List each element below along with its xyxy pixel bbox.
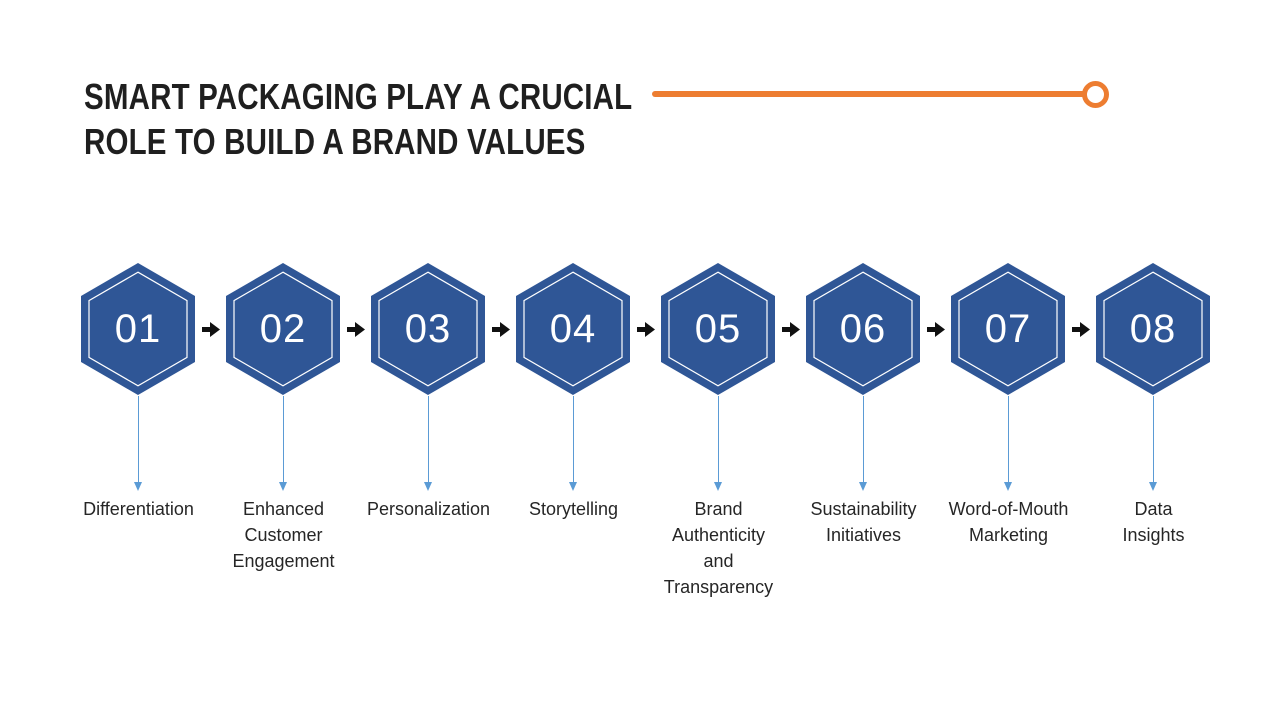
step-number: 08 — [1129, 306, 1177, 351]
connector-line — [862, 396, 864, 482]
step-label: Word-of-Mouth Marketing — [948, 499, 1069, 545]
next-step-arrow-icon — [782, 322, 800, 337]
step-column-2: 02 Enhanced Customer Engagement — [211, 263, 365, 623]
connector-arrow-icon — [279, 482, 287, 491]
accent-ring-icon — [1082, 81, 1109, 108]
step-label: Differentiation — [83, 499, 194, 519]
step-label: Personalization — [366, 499, 491, 519]
next-step-arrow-icon — [492, 322, 510, 337]
connector-line — [1007, 396, 1009, 482]
connector-line — [137, 396, 139, 482]
hexagon-icon: 07 — [951, 263, 1065, 395]
step-number: 06 — [839, 306, 887, 351]
connector-arrow-icon — [424, 482, 432, 491]
hexagon-icon: 01 — [81, 263, 195, 395]
process-row: 01 Differentiation 02 Enhance — [66, 263, 1226, 623]
step-number: 03 — [404, 306, 452, 351]
next-step-arrow-icon — [1072, 322, 1090, 337]
step-column-3: 03 Personalization — [356, 263, 510, 623]
connector-arrow-icon — [859, 482, 867, 491]
step-column-1: 01 Differentiation — [66, 263, 220, 623]
step-label: Storytelling — [528, 499, 619, 519]
step-column-4: 04 Storytelling — [501, 263, 655, 623]
hexagon-icon: 02 — [226, 263, 340, 395]
step-number: 02 — [259, 306, 307, 351]
step-column-8: 08 Data Insights — [1081, 263, 1226, 623]
connector-line — [1152, 396, 1154, 482]
step-number: 01 — [114, 306, 162, 351]
connector-line — [717, 396, 719, 482]
step-column-6: 06 Sustainability Initiatives — [791, 263, 945, 623]
step-label: Enhanced Customer Engagement — [232, 499, 335, 571]
step-number: 04 — [549, 306, 597, 351]
next-step-arrow-icon — [637, 322, 655, 337]
hexagon-icon: 05 — [661, 263, 775, 395]
connector-line — [572, 396, 574, 482]
connector-arrow-icon — [714, 482, 722, 491]
connector-arrow-icon — [1149, 482, 1157, 491]
step-label: Brand Authenticity and Transparency — [663, 499, 774, 597]
accent-line — [652, 91, 1086, 97]
slide-title: SMART PACKAGING PLAY A CRUCIAL ROLE TO B… — [84, 76, 633, 162]
next-step-arrow-icon — [202, 322, 220, 337]
connector-arrow-icon — [134, 482, 142, 491]
hexagon-icon: 06 — [806, 263, 920, 395]
connector-arrow-icon — [1004, 482, 1012, 491]
connector-arrow-icon — [569, 482, 577, 491]
hexagon-icon: 08 — [1096, 263, 1210, 395]
step-number: 05 — [694, 306, 742, 351]
connector-line — [427, 396, 429, 482]
hexagon-icon: 04 — [516, 263, 630, 395]
step-column-7: 07 Word-of-Mouth Marketing — [936, 263, 1090, 623]
step-column-5: 05 Brand Authenticity and Transparency — [646, 263, 800, 623]
next-step-arrow-icon — [927, 322, 945, 337]
connector-line — [282, 396, 284, 482]
step-number: 07 — [984, 306, 1032, 351]
step-label: Sustainability Initiatives — [810, 499, 917, 545]
step-label: Data Insights — [1122, 499, 1185, 545]
next-step-arrow-icon — [347, 322, 365, 337]
hexagon-icon: 03 — [371, 263, 485, 395]
